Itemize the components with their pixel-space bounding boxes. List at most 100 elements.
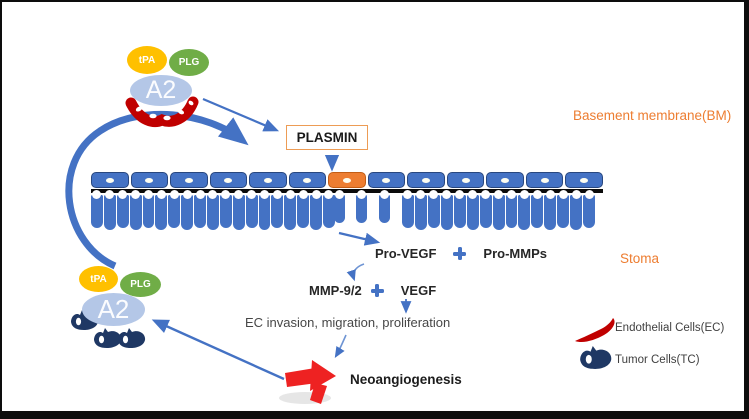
membrane-fringe-column bbox=[479, 190, 492, 228]
pro-mmps-label: Pro-MMPs bbox=[483, 246, 547, 261]
membrane-fringe-column bbox=[531, 190, 544, 228]
membrane-fringe-column bbox=[492, 190, 505, 230]
legend-tumor-swatch-icon bbox=[580, 346, 612, 369]
plg-label: PLG bbox=[178, 57, 200, 68]
membrane-cell-nucleus bbox=[540, 177, 549, 183]
tpa-molecule-bottom: tPA bbox=[79, 266, 118, 292]
provegf-to-mmp-arrow bbox=[346, 263, 365, 282]
membrane-fringe-column bbox=[142, 190, 155, 228]
legend-tumor-label: Tumor Cells(TC) bbox=[615, 354, 700, 366]
tumor-cell bbox=[118, 328, 146, 348]
membrane-cell-nucleus bbox=[303, 177, 312, 183]
membrane-cell-nucleus bbox=[580, 177, 589, 183]
membrane-fringe-column bbox=[505, 190, 518, 228]
ec-process-label: EC invasion, migration, proliferation bbox=[245, 315, 451, 330]
membrane-cell-nucleus bbox=[342, 177, 351, 183]
plus-icon bbox=[453, 247, 467, 260]
ecprocess-to-neo-arrow bbox=[334, 334, 347, 359]
plg-molecule-top: PLG bbox=[169, 49, 209, 76]
membrane-fringe-column bbox=[334, 190, 345, 223]
legend-endothelial-label: Endothelial Cells(EC) bbox=[615, 322, 725, 334]
tumor-cell bbox=[94, 328, 122, 348]
tpa-label: tPA bbox=[138, 54, 156, 66]
membrane-fringe-column bbox=[91, 190, 103, 228]
a2-molecule-top: A2 bbox=[130, 75, 192, 106]
a2-label: A2 bbox=[145, 76, 177, 104]
endothelial-cell-chain bbox=[125, 96, 199, 128]
membrane-fringe-column bbox=[232, 190, 245, 230]
plg-molecule-bottom: PLG bbox=[120, 272, 161, 297]
membrane-cell bbox=[209, 172, 248, 188]
membrane-fringe-column bbox=[466, 190, 479, 230]
membrane-fringe-column bbox=[207, 190, 219, 230]
membrane-cell bbox=[446, 172, 485, 188]
membrane-cell-nucleus bbox=[461, 177, 470, 183]
membrane-fringe-column bbox=[219, 190, 232, 228]
neo-to-tumor-a2-arrow bbox=[151, 319, 285, 381]
membrane-cell-nucleus bbox=[145, 177, 154, 183]
membrane-fringe-column bbox=[323, 190, 335, 228]
membrane-cell bbox=[170, 172, 208, 188]
membrane-cell bbox=[486, 172, 524, 188]
vegf-label: VEGF bbox=[400, 283, 437, 298]
membrane-fringe-column bbox=[297, 190, 310, 228]
tumor-a2-to-plasmin-arrow bbox=[65, 111, 249, 270]
membrane-fringe-column bbox=[129, 190, 142, 230]
membrane-fringe-column bbox=[194, 190, 207, 228]
a2-molecule-bottom: A2 bbox=[82, 293, 145, 326]
basement-membrane-label: Basement membrane(BM) bbox=[573, 108, 732, 123]
tpa-molecule-top: tPA bbox=[127, 46, 167, 74]
membrane-cell-nucleus bbox=[422, 177, 431, 183]
membrane-cell-nucleus bbox=[382, 177, 391, 183]
neovessel-red-arrow bbox=[279, 360, 336, 404]
membrane-cell-nucleus bbox=[224, 177, 233, 183]
mmp-vegf-row: MMP-9/2 VEGF bbox=[309, 283, 436, 298]
membrane-fringe-column bbox=[427, 190, 440, 228]
membrane-cell-nucleus bbox=[501, 177, 510, 183]
membrane-cell bbox=[367, 172, 406, 188]
membrane-to-provegf-arrow bbox=[338, 231, 381, 246]
pro-vegf-label: Pro-VEGF bbox=[375, 246, 437, 261]
provegf-prommps-row: Pro-VEGF Pro-MMPs bbox=[375, 246, 547, 261]
stroma-label: Stoma bbox=[620, 251, 660, 266]
neoangiogenesis-label: Neoangiogenesis bbox=[350, 372, 462, 387]
tpa-label: tPA bbox=[90, 273, 107, 285]
membrane-fringe-column bbox=[103, 190, 116, 230]
membrane-fringe-column bbox=[557, 190, 570, 228]
membrane-cell bbox=[407, 172, 445, 188]
membrane-fringe-right bbox=[402, 190, 596, 230]
membrane-fringe-left bbox=[91, 190, 335, 230]
membrane-fringe-column bbox=[440, 190, 453, 230]
legend-endothelial-swatch-icon bbox=[575, 318, 615, 343]
plg-label: PLG bbox=[130, 279, 151, 290]
membrane-fringe-column bbox=[544, 190, 557, 230]
membrane-cell-row bbox=[91, 172, 603, 188]
membrane-cell-nucleus bbox=[263, 177, 272, 183]
membrane-fringe-column bbox=[284, 190, 297, 230]
plasmin-label: PLASMIN bbox=[296, 130, 358, 145]
membrane-cell-nucleus bbox=[105, 177, 114, 183]
membrane-fringe-column bbox=[583, 190, 596, 228]
membrane-fringe-column bbox=[245, 190, 258, 228]
membrane-cell bbox=[91, 172, 129, 188]
membrane-fringe-column bbox=[168, 190, 181, 228]
membrane-fringe-column bbox=[271, 190, 284, 228]
membrane-fringe-column bbox=[356, 190, 367, 223]
membrane-cell bbox=[288, 172, 327, 188]
membrane-fringe-column bbox=[310, 190, 323, 230]
membrane-cell-nucleus bbox=[184, 177, 193, 183]
membrane-fringe-column bbox=[181, 190, 194, 230]
membrane-fringe-column bbox=[155, 190, 168, 230]
mmp-label: MMP-9/2 bbox=[309, 283, 362, 298]
a2-label: A2 bbox=[97, 294, 130, 324]
membrane-basal-line bbox=[91, 189, 603, 193]
membrane-fringe-column bbox=[570, 190, 583, 230]
membrane-fringe-column bbox=[414, 190, 427, 230]
membrane-fringe-column bbox=[258, 190, 271, 230]
plus-icon bbox=[370, 284, 384, 297]
a2-to-plasmin-arrow bbox=[202, 97, 280, 132]
membrane-cell bbox=[525, 172, 564, 188]
membrane-fringe-column bbox=[402, 190, 414, 228]
